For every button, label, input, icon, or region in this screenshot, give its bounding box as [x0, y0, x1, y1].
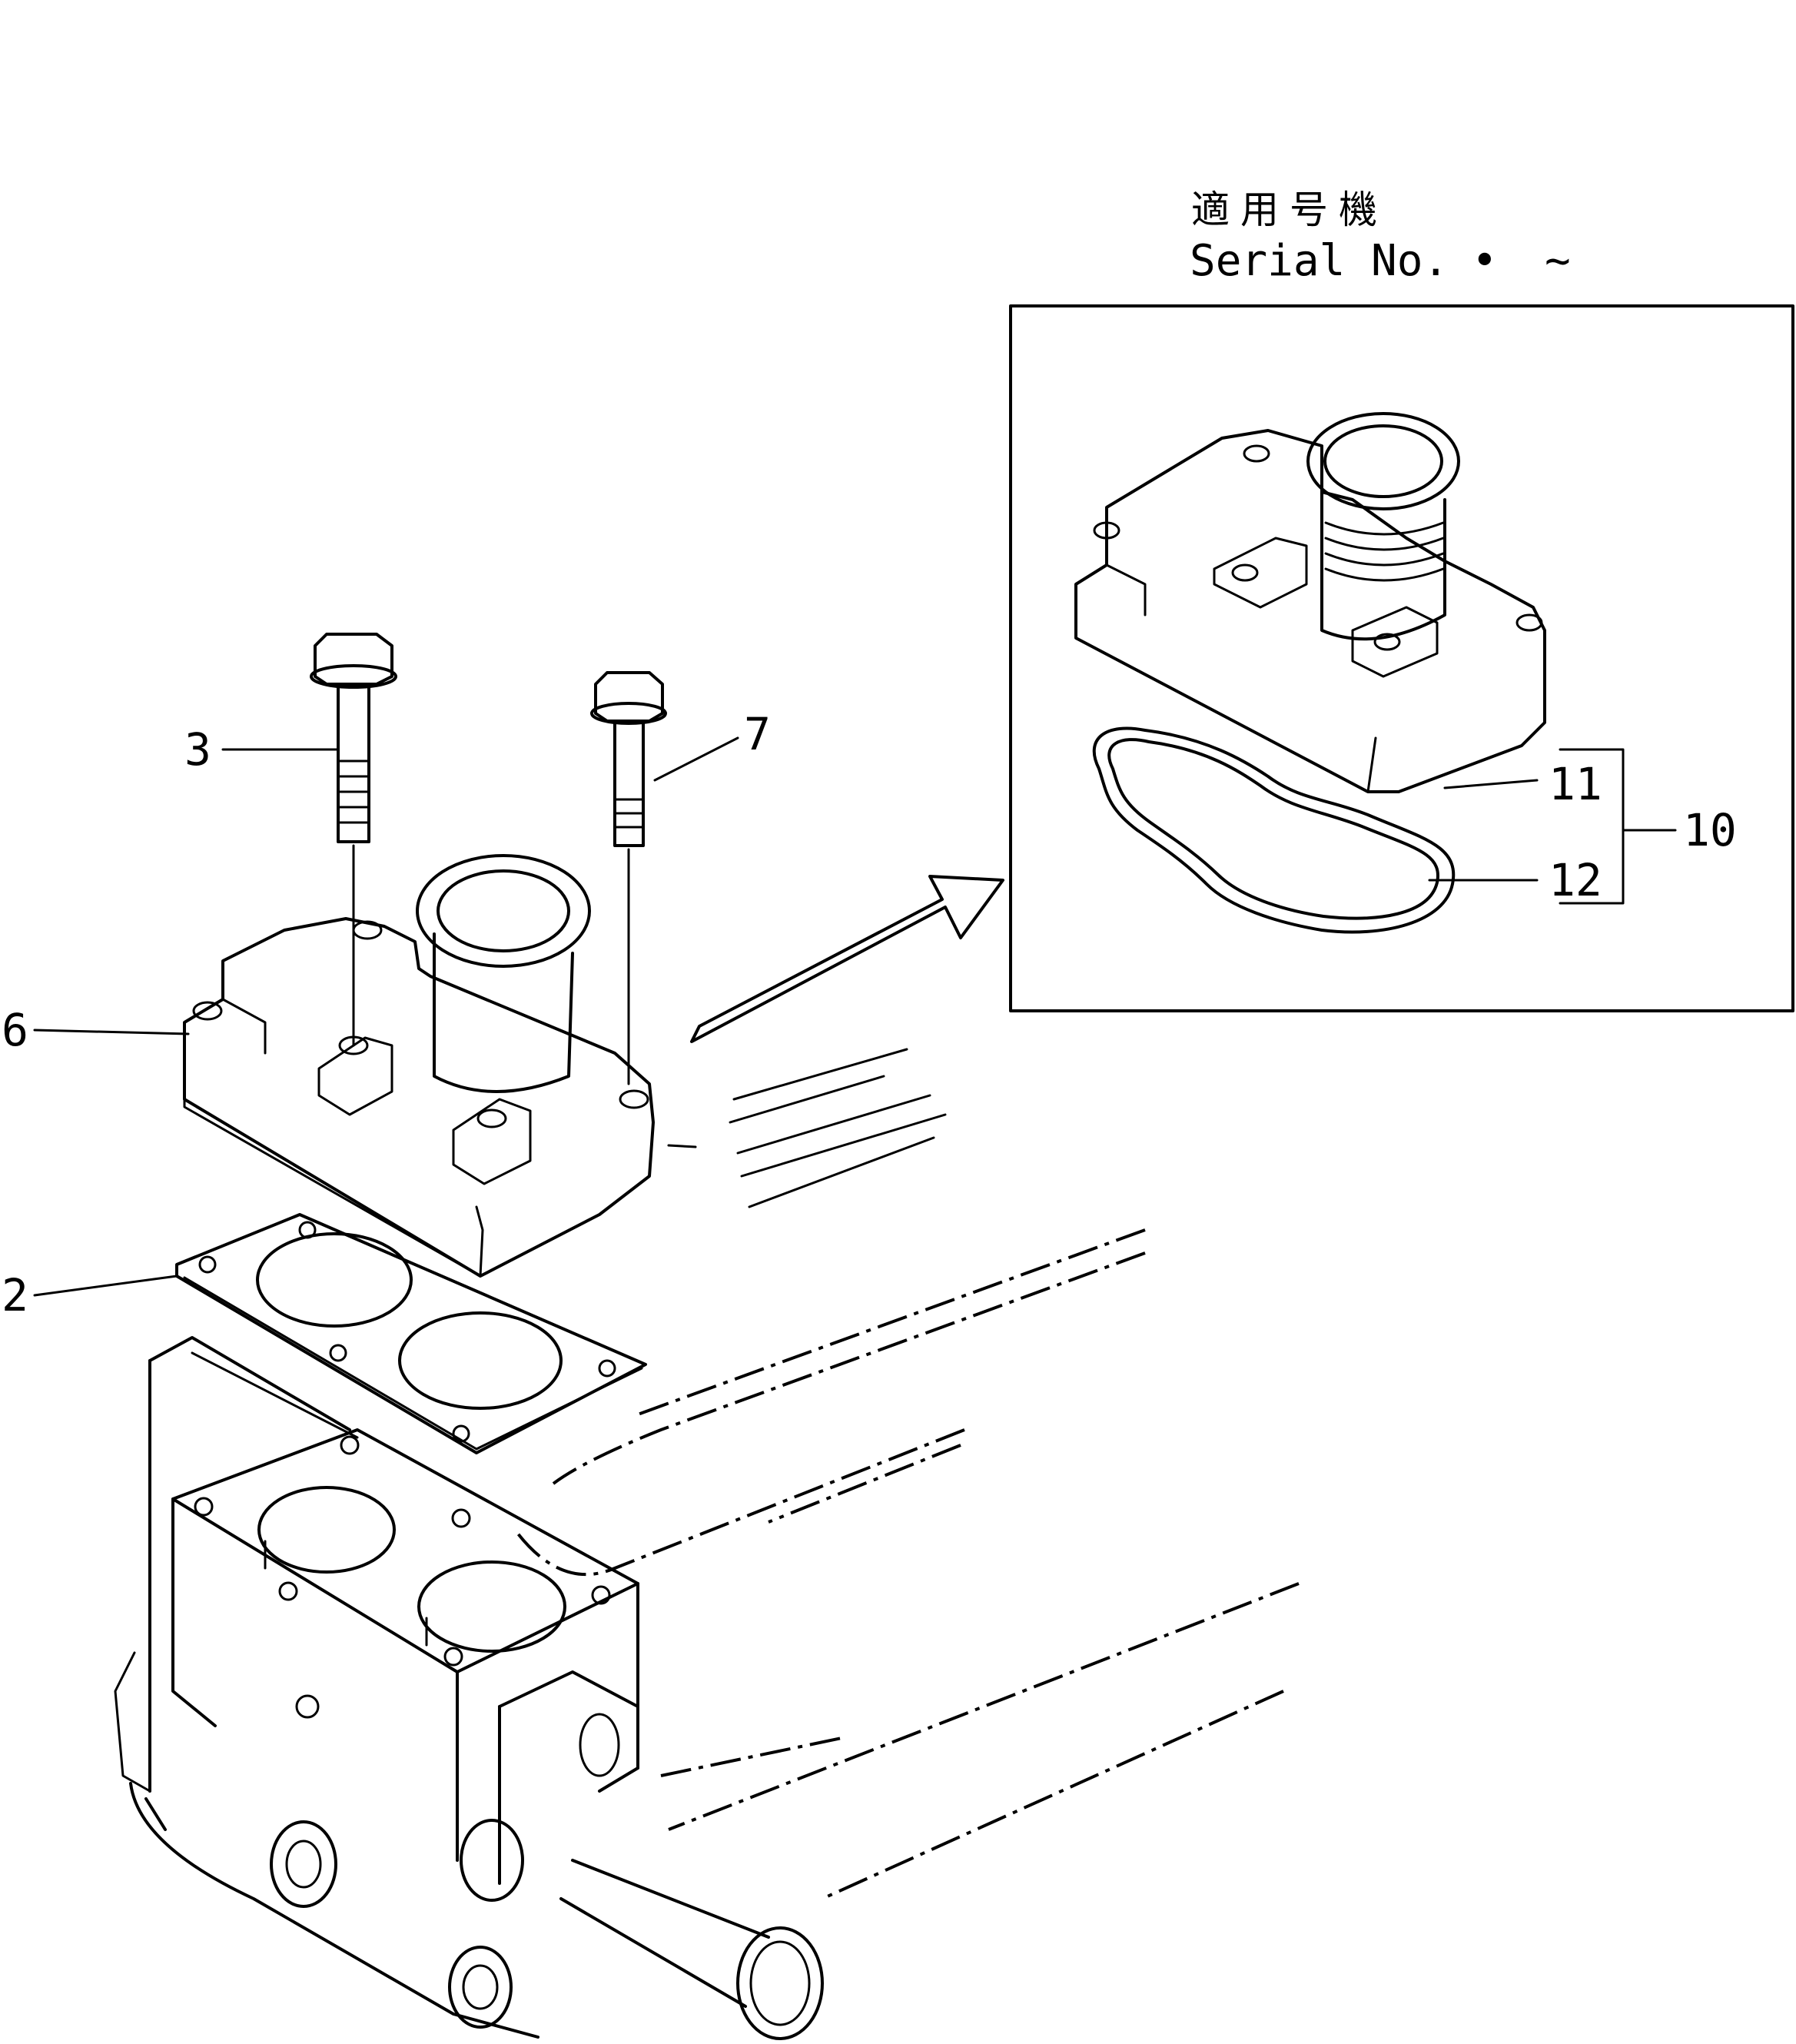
thermostat-housing-6 [183, 854, 655, 1278]
callout-group-10: 11 12 10 [1428, 748, 1737, 906]
bolt-7 [590, 671, 667, 1085]
callout-2: 2 [2, 1269, 28, 1321]
gasket-2 [175, 1213, 647, 1454]
serial-range-tilde: ~ [1545, 236, 1571, 286]
callout-7: 7 [744, 708, 771, 760]
callout-11: 11 [1549, 758, 1602, 810]
serial-header: 適用号機 Serial No. • ~ [1190, 188, 1571, 286]
serial-number-label: Serial No. [1190, 236, 1449, 286]
callout-6: 6 [2, 1004, 28, 1056]
applicable-model-label: 適用号機 [1191, 188, 1388, 232]
inset-thermostat-housing [1074, 412, 1546, 793]
bolt-3 [310, 633, 397, 1047]
motion-lines [667, 1048, 947, 1208]
callout-3: 3 [184, 723, 211, 776]
detail-inset: 11 12 10 [1009, 304, 1794, 1012]
outlet-pipe-end [736, 1926, 824, 2040]
serial-range-dot: • [1472, 236, 1498, 286]
inset-spigot-rim [1306, 412, 1460, 510]
callout-12: 12 [1549, 854, 1602, 906]
callout-10: 10 [1683, 804, 1737, 856]
main-callouts: 3 7 6 2 [2, 708, 771, 1321]
engine-block [114, 1228, 1300, 2040]
housing-spigot-rim [416, 854, 591, 968]
inset-seal-ring [1092, 726, 1456, 934]
detail-inset-frame [1009, 304, 1794, 1012]
detail-arrow [690, 875, 1004, 1043]
